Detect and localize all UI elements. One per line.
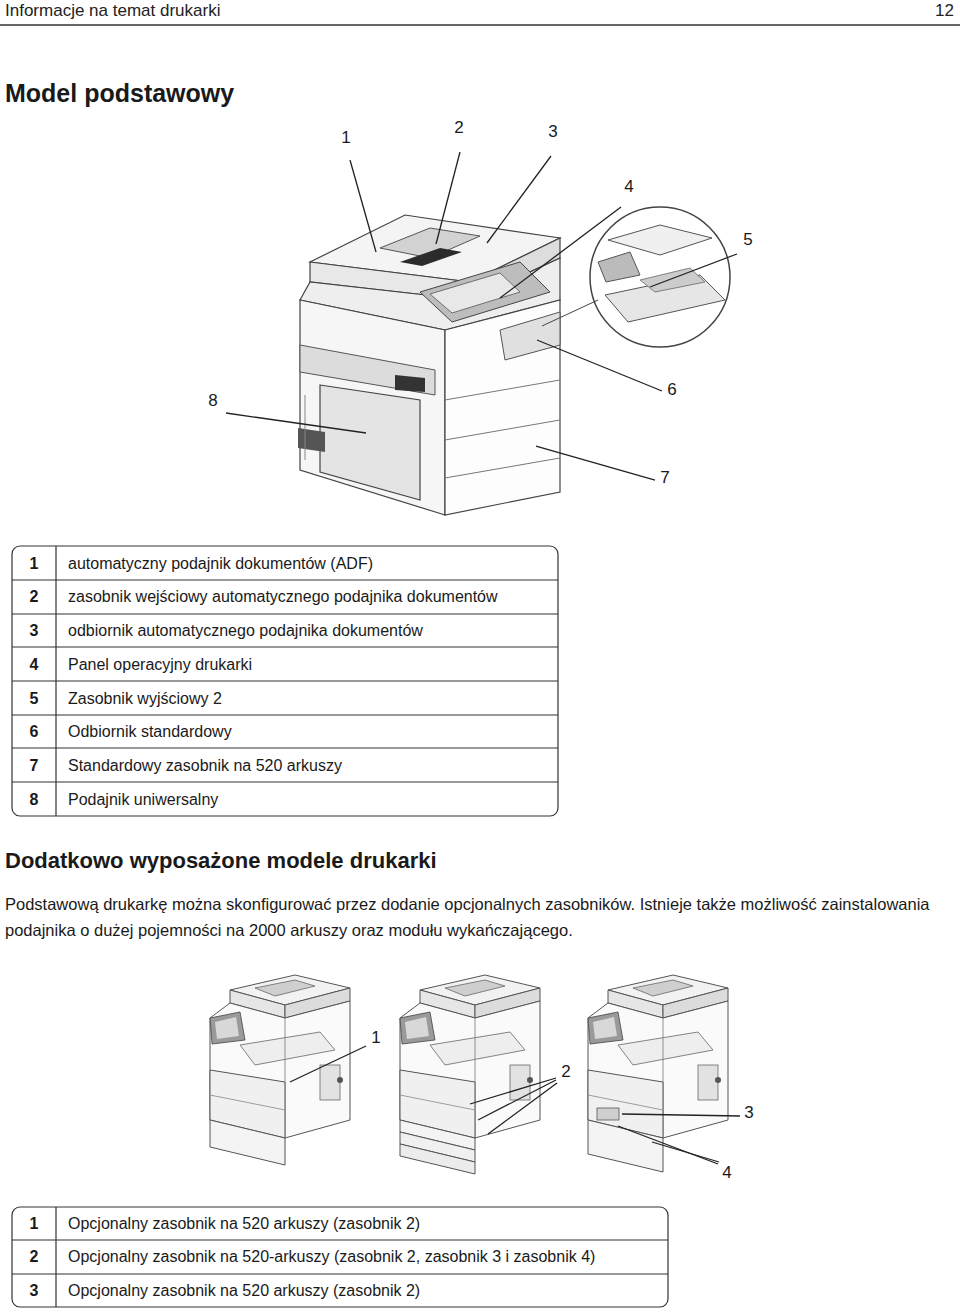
table-cell: 5 xyxy=(30,689,39,708)
drawing-part xyxy=(652,1142,719,1162)
drawing-part xyxy=(300,300,445,515)
drawing-part xyxy=(478,1080,556,1120)
drawing-part xyxy=(640,268,705,292)
table-cell: 1 xyxy=(30,1214,39,1233)
callout-number: 4 xyxy=(624,177,633,197)
callout-number: 2 xyxy=(454,118,463,138)
callout-number: 3 xyxy=(548,122,557,142)
callout-number: 7 xyxy=(660,468,669,488)
drawing-part xyxy=(55,1207,56,1307)
page-title: Model podstawowy xyxy=(5,78,234,108)
table-cell: Panel operacyjny drukarki xyxy=(68,655,252,674)
printer-configurations xyxy=(210,975,728,1174)
drawing-part xyxy=(12,1273,668,1274)
drawing-part xyxy=(12,1239,668,1240)
drawing-part xyxy=(400,975,540,1138)
body-text: Podstawową drukarkę można skonfigurować … xyxy=(5,891,953,943)
printer-illustration xyxy=(298,207,730,515)
drawing-part xyxy=(395,375,425,392)
section-heading: Dodatkowo wyposażone modele drukarki xyxy=(5,848,437,874)
table-cell: Zasobnik wyjściowy 2 xyxy=(68,689,222,708)
table-cell: 3 xyxy=(30,1281,39,1300)
drawing-part xyxy=(436,152,460,244)
table-cell: Standardowy zasobnik na 520 arkuszy xyxy=(68,756,342,775)
drawing-part xyxy=(298,428,325,452)
table-cell: Podajnik uniwersalny xyxy=(68,790,218,809)
drawing-part xyxy=(12,1207,668,1307)
table-cell: Odbiornik standardowy xyxy=(68,722,232,741)
drawing-part xyxy=(500,207,621,298)
drawing-part xyxy=(12,546,558,816)
drawing-part xyxy=(487,156,551,243)
drawing-part xyxy=(590,207,730,347)
table-cell: Opcjonalny zasobnik na 520 arkuszy (zaso… xyxy=(68,1281,420,1300)
drawing-part xyxy=(470,1078,556,1104)
leader-lines xyxy=(290,1046,740,1164)
page-number: 12 xyxy=(935,1,954,21)
table-cell: zasobnik wejściowy automatycznego podajn… xyxy=(68,587,498,606)
callout-number: 4 xyxy=(722,1163,731,1183)
drawing-part xyxy=(12,680,558,681)
drawing-part xyxy=(500,312,560,360)
drawing-part xyxy=(445,380,560,400)
table-cell: 2 xyxy=(30,587,39,606)
drawing-part xyxy=(618,1126,718,1164)
drawing-part xyxy=(55,546,56,816)
drawing-part xyxy=(12,579,558,580)
running-header: Informacje na temat drukarki xyxy=(5,1,220,21)
drawing-part xyxy=(608,225,712,255)
table-cell: automatyczny podajnik dokumentów (ADF) xyxy=(68,554,373,573)
table-cell: Opcjonalny zasobnik na 520 arkuszy (zaso… xyxy=(68,1214,420,1233)
drawing-part xyxy=(290,1046,366,1082)
drawing-part xyxy=(445,458,560,478)
drawing-part xyxy=(650,254,737,287)
callout-number: 6 xyxy=(667,380,676,400)
table-cell: 3 xyxy=(30,621,39,640)
drawing-part xyxy=(588,975,728,1138)
table-cell: 6 xyxy=(30,722,39,741)
leader-lines xyxy=(226,152,737,480)
drawing-part xyxy=(588,1120,663,1172)
drawing-part xyxy=(305,395,306,460)
drawing-part xyxy=(12,781,558,782)
callout-number: 8 xyxy=(208,391,217,411)
drawing-part xyxy=(12,646,558,647)
drawing-part xyxy=(598,252,640,282)
drawing-part xyxy=(226,413,366,433)
drawing-part xyxy=(210,1120,285,1165)
table-cell: Opcjonalny zasobnik na 520-arkuszy (zaso… xyxy=(68,1247,595,1266)
table-cell: 1 xyxy=(30,554,39,573)
callout-number: 1 xyxy=(371,1028,380,1048)
callout-number: 2 xyxy=(561,1062,570,1082)
drawing-part xyxy=(12,613,558,614)
drawing-part xyxy=(542,300,598,326)
drawing-part xyxy=(488,1083,557,1134)
drawing-part xyxy=(597,1108,619,1120)
drawing-part xyxy=(622,1114,740,1116)
drawing-part xyxy=(12,714,558,715)
drawing-part xyxy=(350,160,376,252)
table-cell: 2 xyxy=(30,1247,39,1266)
drawing-part xyxy=(536,446,655,480)
drawing-part xyxy=(320,385,420,500)
callout-number: 5 xyxy=(743,230,752,250)
drawing-part xyxy=(445,300,560,515)
drawing-part xyxy=(0,24,960,26)
drawing-part xyxy=(400,1144,475,1174)
callout-number: 3 xyxy=(744,1103,753,1123)
callout-number: 1 xyxy=(341,128,350,148)
table-cell: 7 xyxy=(30,756,39,775)
table-cell: odbiornik automatycznego podajnika dokum… xyxy=(68,621,423,640)
drawing-part xyxy=(12,747,558,748)
drawing-part xyxy=(537,340,662,391)
table-cell: 4 xyxy=(30,655,39,674)
drawing-part xyxy=(445,420,560,440)
table-cell: 8 xyxy=(30,790,39,809)
drawing-part xyxy=(210,975,350,1138)
drawing-part xyxy=(400,248,462,266)
